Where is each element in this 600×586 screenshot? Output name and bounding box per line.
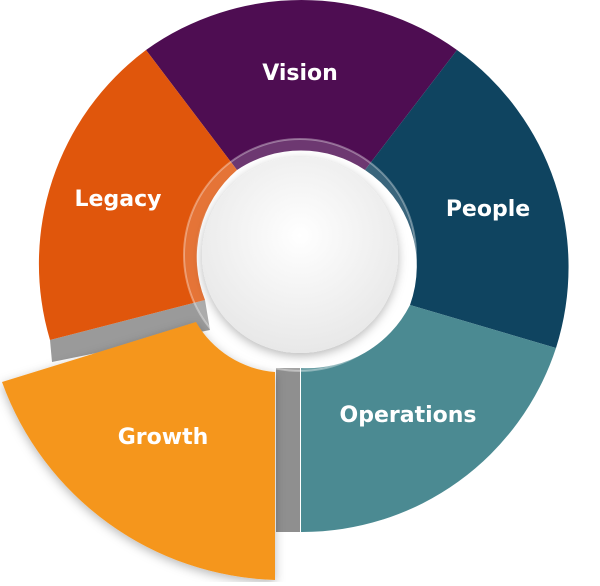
segment-operations[interactable] bbox=[301, 305, 556, 533]
segment-gap-bottom bbox=[276, 368, 300, 532]
segment-vision[interactable] bbox=[146, 0, 457, 170]
segment-people[interactable] bbox=[365, 50, 569, 348]
center-hub bbox=[202, 157, 398, 353]
segment-label-legacy: Legacy bbox=[75, 187, 162, 212]
segment-label-vision: Vision bbox=[262, 61, 338, 86]
segment-gap-left bbox=[50, 300, 210, 362]
segment-label-operations: Operations bbox=[340, 403, 477, 428]
segment-legacy[interactable] bbox=[38, 50, 238, 340]
segment-label-people: People bbox=[446, 197, 530, 222]
segment-growth[interactable] bbox=[2, 322, 275, 580]
segment-label-growth: Growth bbox=[118, 425, 209, 450]
